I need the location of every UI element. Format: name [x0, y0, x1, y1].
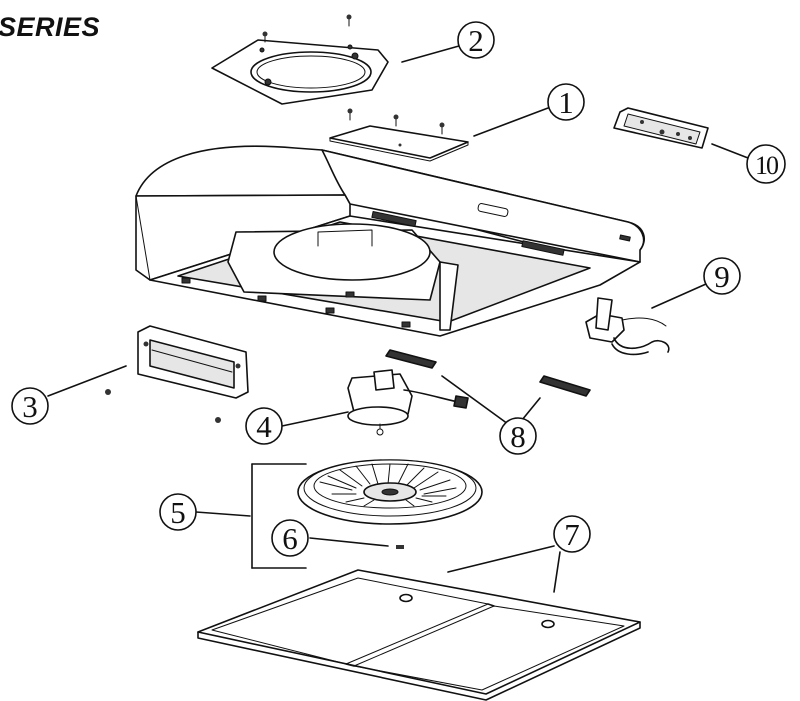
svg-text:9: 9 [714, 259, 730, 294]
leader-2 [401, 43, 467, 63]
leader-1 [473, 107, 549, 137]
part-mounting-plate [329, 108, 469, 162]
leader-9 [651, 283, 707, 309]
svg-text:1: 1 [558, 85, 574, 120]
part-blower-clip [396, 545, 404, 549]
svg-text:7: 7 [564, 517, 580, 552]
leader-5 [195, 511, 251, 517]
page-title: SERIES [0, 12, 101, 42]
callout-8: 8 [499, 417, 537, 455]
part-hood-body [135, 145, 645, 337]
leader-8b [521, 397, 541, 421]
leader-7b [553, 551, 561, 593]
svg-text:3: 3 [22, 389, 38, 424]
part-power-cord-bracket [585, 297, 670, 356]
part-light-housing [105, 325, 249, 423]
svg-text:8: 8 [510, 419, 526, 454]
leader-8a [441, 375, 509, 425]
callout-5: 5 [159, 493, 197, 531]
leader-lines [47, 43, 749, 593]
leader-4 [281, 411, 349, 427]
part-motor [347, 369, 469, 436]
leader-10 [711, 143, 749, 159]
part-grease-filters [197, 569, 641, 701]
callout-6: 6 [271, 519, 309, 557]
screws-top [262, 14, 352, 43]
svg-text:2: 2 [468, 23, 484, 58]
part-damper-collar [211, 39, 389, 105]
callout-2: 2 [457, 21, 495, 59]
callout-9: 9 [703, 257, 741, 295]
callout-7: 7 [553, 515, 591, 553]
leader-6 [309, 537, 389, 547]
part-blower-wheel [297, 459, 483, 525]
svg-text:6: 6 [282, 521, 298, 556]
callout-4: 4 [245, 407, 283, 445]
part-filter-springs [385, 349, 591, 397]
leader-7a [447, 545, 555, 573]
part-control-switch-board [613, 107, 709, 149]
leader-3 [47, 365, 127, 397]
callout-1: 1 [547, 83, 585, 121]
svg-text:5: 5 [170, 495, 186, 530]
svg-text:10: 10 [755, 151, 779, 180]
callout-10: 10 [746, 144, 786, 184]
svg-text:4: 4 [256, 409, 272, 444]
callout-3: 3 [11, 387, 49, 425]
